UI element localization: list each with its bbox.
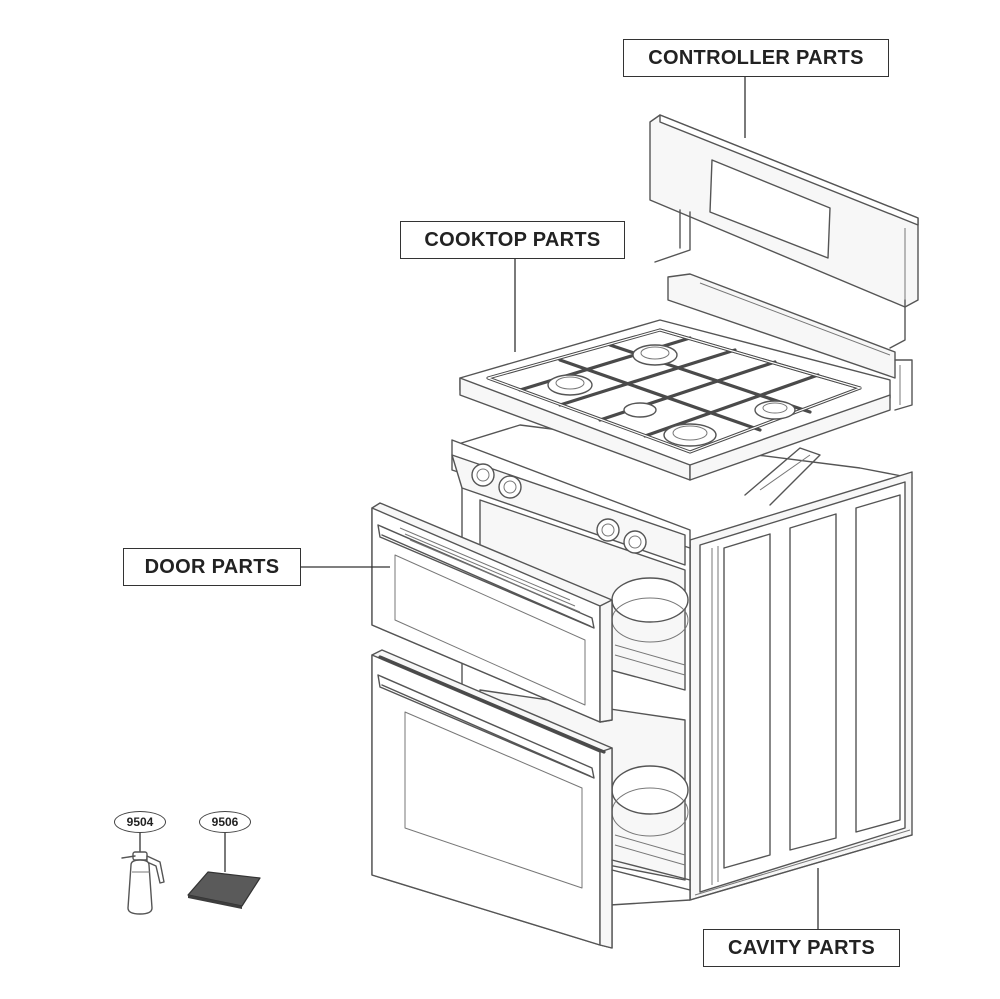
door-parts-label[interactable]: DOOR PARTS <box>123 548 301 586</box>
spray-bottle-icon <box>121 851 165 915</box>
upper-door-drawing <box>371 502 613 723</box>
controller-parts-label[interactable]: CONTROLLER PARTS <box>623 39 889 77</box>
part-number-9504[interactable]: 9504 <box>114 811 166 833</box>
cleaning-pad-icon <box>187 871 261 909</box>
cooktop-drawing <box>459 319 891 506</box>
part-number-9506[interactable]: 9506 <box>199 811 251 833</box>
control-panel-drawing <box>649 114 919 349</box>
cooktop-parts-label[interactable]: COOKTOP PARTS <box>400 221 625 259</box>
backsplash-drawing <box>667 273 913 411</box>
cavity-parts-label[interactable]: CAVITY PARTS <box>703 929 900 967</box>
knob-panel-drawing <box>451 439 691 566</box>
lower-door-drawing <box>371 649 691 949</box>
